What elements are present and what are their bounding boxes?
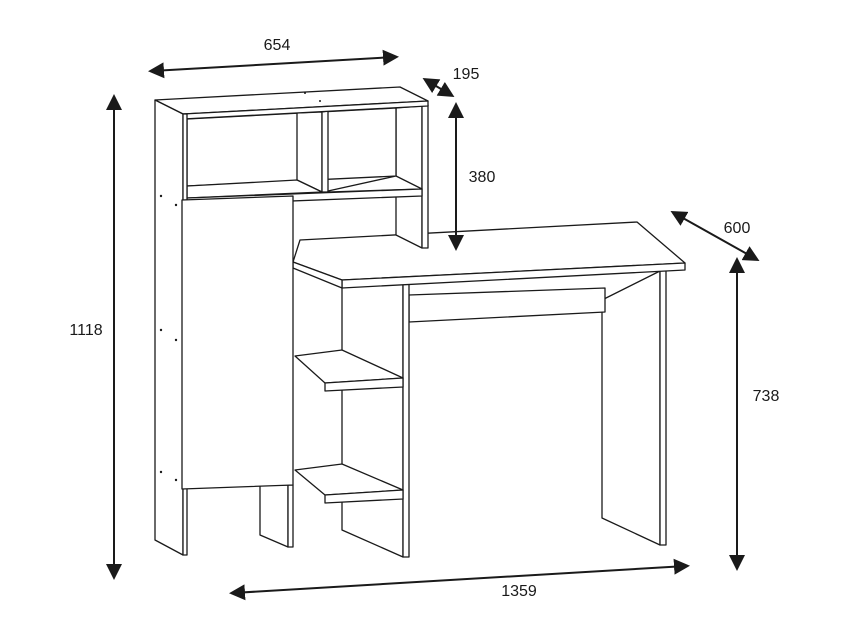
desk-right-leg [601, 269, 667, 546]
dim-label-total-width: 1359 [501, 583, 537, 600]
desk-left-leg [341, 282, 410, 558]
desk-top [292, 221, 686, 289]
dim-label-hutch-depth: 195 [452, 66, 480, 83]
dim-label-desk-depth: 600 [723, 220, 751, 237]
dim-arrow-desk-depth [670, 211, 760, 261]
side-shelf-middle [294, 349, 404, 392]
dim-label-hutch-width: 654 [263, 37, 291, 54]
hutch [154, 86, 429, 249]
dim-label-desk-height: 738 [752, 388, 780, 405]
side-shelf-lower [294, 463, 404, 504]
dim-label-total-height: 1118 [69, 322, 103, 339]
dim-label-hutch-height: 380 [468, 169, 496, 186]
modesty-panel [408, 287, 606, 323]
left-tower [154, 99, 294, 556]
dim-arrow-hutch-depth [422, 77, 455, 98]
dim-arrow-hutch-width [148, 49, 399, 79]
dim-arrow-total-width [229, 558, 690, 601]
cabinet-door [181, 195, 294, 490]
